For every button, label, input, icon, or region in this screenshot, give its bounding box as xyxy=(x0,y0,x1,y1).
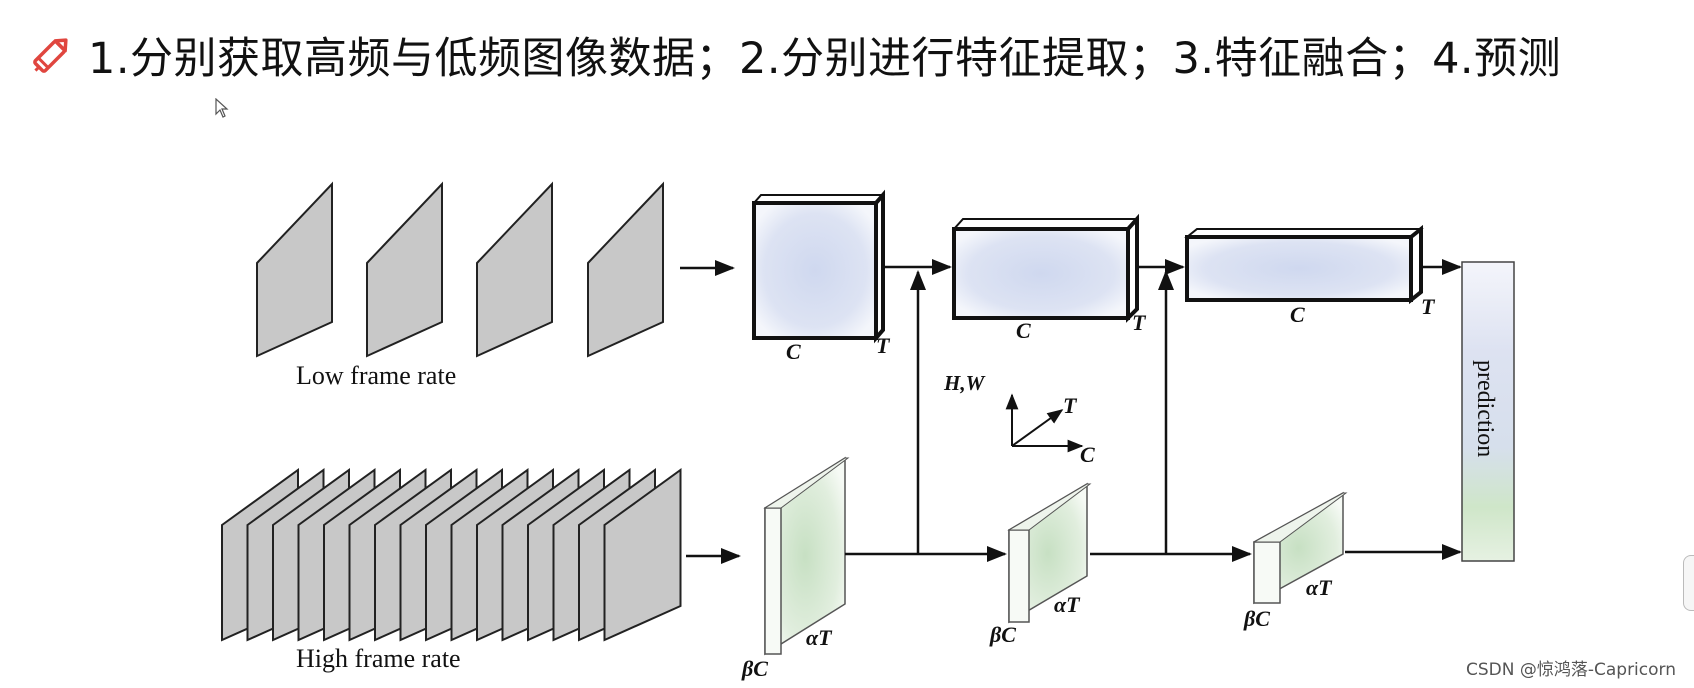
high-block-1-c-label: βC xyxy=(741,656,768,681)
prediction-label: prediction xyxy=(1472,360,1498,457)
low-block-1-c-label: C xyxy=(786,339,801,364)
high-block-3 xyxy=(1253,491,1348,605)
low-block-2-t-label: T xyxy=(1132,310,1147,335)
high-block-3-c-label: βC xyxy=(1243,606,1270,631)
axis-c-label: C xyxy=(1080,442,1095,467)
low-frame-rate-label: Low frame rate xyxy=(296,361,456,390)
low-block-2 xyxy=(951,213,1140,323)
page-title: 1.分别获取高频与低频图像数据；2.分别进行特征提取；3.特征融合；4.预测 xyxy=(88,34,1562,84)
prediction-bar xyxy=(1461,261,1515,562)
mouse-cursor-icon xyxy=(215,98,229,118)
low-frame-4 xyxy=(587,181,664,358)
low-block-3-t-label: T xyxy=(1421,294,1436,319)
low-frame-3 xyxy=(476,181,553,358)
low-block-3 xyxy=(1184,224,1424,305)
high-block-2-t-label: αT xyxy=(1054,592,1081,617)
scroll-handle[interactable] xyxy=(1683,555,1694,611)
axis-hw-label: H,W xyxy=(943,371,986,395)
pencil-icon xyxy=(33,38,68,73)
high-frame-16 xyxy=(603,468,682,642)
low-frame-1 xyxy=(256,181,333,358)
axes-legend xyxy=(1005,393,1084,453)
csdn-watermark: CSDN @惊鸿落-Capricorn xyxy=(1465,660,1676,680)
axis-t-label: T xyxy=(1063,393,1078,418)
title-row: 1.分别获取高频与低频图像数据；2.分别进行特征提取；3.特征融合；4.预测 xyxy=(28,22,1561,88)
high-block-1-t-label: αT xyxy=(806,625,833,650)
high-block-2 xyxy=(1007,482,1092,624)
high-block-1 xyxy=(763,456,850,656)
high-frame-rate-label: High frame rate xyxy=(296,644,461,673)
high-frame-stack xyxy=(221,468,682,642)
low-frame-stack xyxy=(256,181,664,358)
low-frame-2 xyxy=(366,181,443,358)
high-block-3-t-label: αT xyxy=(1306,575,1333,600)
low-block-1-t-label: T xyxy=(876,333,891,358)
high-block-2-c-label: βC xyxy=(989,622,1016,647)
low-block-1 xyxy=(751,189,886,344)
low-block-3-c-label: C xyxy=(1290,302,1305,327)
low-block-2-c-label: C xyxy=(1016,318,1031,343)
